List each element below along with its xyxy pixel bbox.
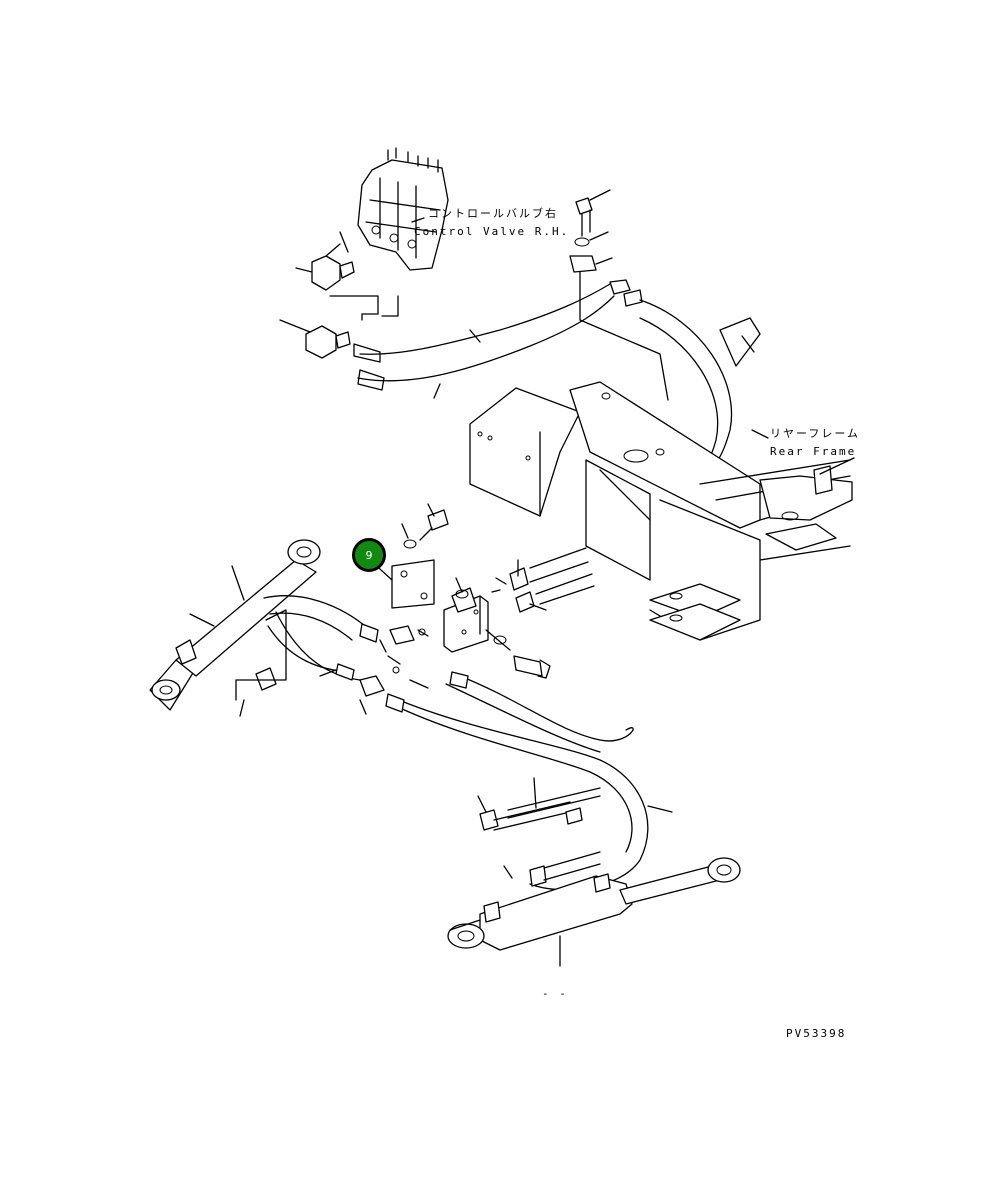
elbow-fitting-upper-left — [279, 231, 355, 359]
dash-mark: - - — [542, 987, 568, 1000]
part-callout-number: 9 — [365, 548, 373, 562]
block-fittings — [485, 547, 595, 679]
bolt-washer-upper — [569, 189, 669, 401]
left-steering-cylinder — [149, 539, 321, 717]
rear-frame-label-jp: リヤーフレーム — [770, 427, 861, 440]
control-valve-assembly — [357, 147, 449, 271]
drawing-number: PV53398 — [786, 1027, 847, 1040]
rear-frame-label-en: Rear Frame — [770, 445, 857, 458]
control-valve-label-jp: コントロールバルブ右 — [428, 207, 558, 220]
rear-frame-structure — [469, 381, 855, 641]
lower-hoses — [385, 671, 673, 891]
lower-steering-cylinder — [447, 857, 741, 967]
control-valve-label-en: Control Valve R.H. — [414, 225, 570, 238]
left-hoses — [263, 595, 379, 681]
part-callout-9[interactable]: 9 — [352, 538, 386, 572]
leader-lines — [369, 217, 769, 581]
left-fittings — [359, 625, 429, 715]
selector-valve-block — [443, 577, 489, 653]
lower-fittings — [477, 777, 601, 887]
upper-hoses — [329, 279, 643, 399]
mounting-bracket — [391, 503, 449, 609]
